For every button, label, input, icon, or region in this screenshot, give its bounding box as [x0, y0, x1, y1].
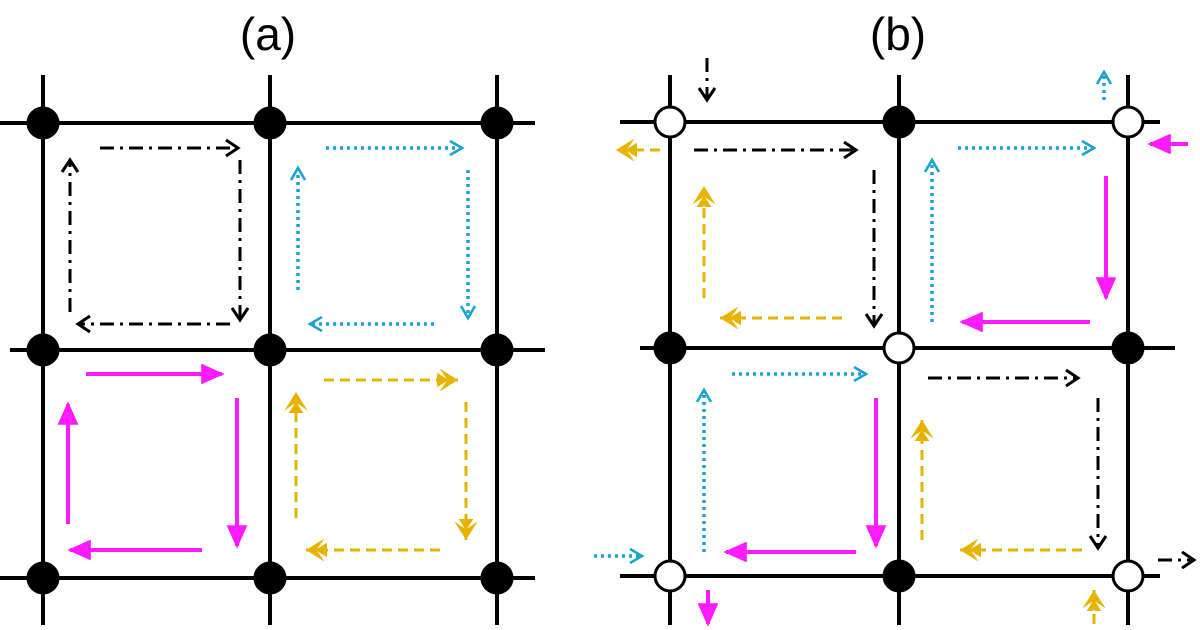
filled-node	[253, 561, 287, 595]
panel-b-magenta-loop	[697, 133, 1188, 627]
filled-node	[253, 333, 287, 367]
panel-b-blue-loop	[594, 69, 1113, 565]
panel-a	[0, 75, 545, 625]
filled-node	[480, 106, 514, 140]
panel-b	[594, 58, 1197, 627]
filled-node	[653, 331, 687, 365]
panel-a-gold-loop	[296, 380, 466, 550]
filled-node	[480, 333, 514, 367]
filled-node	[480, 561, 514, 595]
filled-node	[882, 105, 916, 139]
filled-node	[26, 106, 60, 140]
panel-a-blue-loop	[289, 139, 477, 333]
panel-b-label: (b)	[870, 8, 926, 60]
filled-node	[1111, 331, 1145, 365]
panel-b-gold-loop	[616, 150, 1094, 624]
panel-b-black-loop	[694, 58, 1197, 570]
open-node	[653, 559, 687, 593]
open-node	[882, 331, 916, 365]
filled-node	[882, 559, 916, 593]
filled-node	[253, 106, 287, 140]
filled-node	[26, 333, 60, 367]
open-node	[1111, 105, 1145, 139]
panel-a-label: (a)	[240, 8, 296, 60]
open-node	[1111, 559, 1145, 593]
panel-a-magenta-loop	[57, 363, 248, 561]
panel-a-black-loop	[60, 138, 250, 334]
open-node	[653, 105, 687, 139]
filled-node	[26, 561, 60, 595]
panel-a-nodes	[26, 106, 514, 595]
panel-b-nodes	[653, 105, 1145, 593]
